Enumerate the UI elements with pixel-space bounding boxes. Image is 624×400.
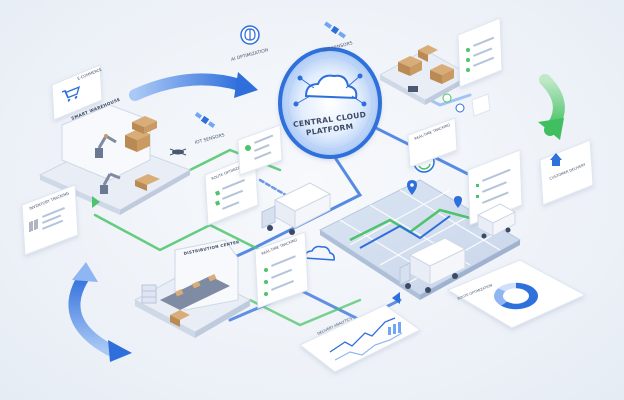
iot-sensors-left-label: IOT SENSORS	[194, 132, 225, 146]
bar-icon	[388, 322, 401, 335]
smart-warehouse[interactable]: SMART WAREHOUSE	[38, 97, 192, 215]
iot-sensors-left-node[interactable]: IOT SENSORS	[194, 111, 225, 146]
tracking-list-card[interactable]: REAL-TIME TRACKING	[254, 231, 309, 309]
analytics-line	[329, 317, 396, 353]
brain-icon	[244, 28, 256, 41]
ai-optimization-label: AI OPTIMIZATION	[231, 47, 269, 63]
delivery-truck	[399, 237, 467, 293]
conveyor-belt	[160, 274, 230, 310]
direction-arrow	[392, 292, 400, 304]
iot-sensors-top-node[interactable]: IOT SENSORS	[322, 21, 353, 54]
curved-arrow-top-left-head	[234, 72, 258, 98]
drone-icon	[169, 148, 187, 156]
donut-chart	[494, 282, 538, 310]
inventory-tracking-card[interactable]: INVENTORY TRACKING	[21, 184, 79, 256]
box-stack	[398, 45, 454, 84]
curved-arrow-bottom-left	[68, 269, 116, 356]
curved-arrow-top-left	[129, 73, 246, 101]
donut-slice	[494, 288, 508, 306]
donut-slice	[498, 282, 516, 292]
ai-brain-node[interactable]: AI OPTIMIZATION	[231, 25, 269, 63]
house-icon	[550, 153, 562, 166]
delivery-panel-card[interactable]	[467, 149, 523, 226]
rack-icon	[141, 284, 157, 304]
cloud-icon	[304, 245, 335, 261]
donut-chart-card[interactable]: ROUTE OPTIMIZATION	[446, 259, 587, 329]
delivery-truck	[261, 182, 332, 235]
status-icons	[442, 93, 491, 117]
distribution-center[interactable]: DISTRIBUTION CENTER	[133, 239, 252, 338]
supply-status-card[interactable]	[457, 17, 503, 88]
curved-arrow-bottom-left-tail	[72, 262, 98, 282]
satellite-icon	[194, 112, 216, 128]
direction-arrow	[92, 196, 100, 208]
robotic-arm	[100, 172, 121, 194]
ecommerce-card[interactable]: E-COMMERCE	[51, 64, 103, 121]
donut-slice	[500, 282, 538, 310]
central-cloud-hub[interactable]: CENTRAL CLOUD PLATFORM	[278, 47, 382, 159]
customer-delivery-node[interactable]: CUSTOMER DELIVERY	[539, 139, 594, 206]
map-pin-icon	[454, 196, 462, 208]
barcode-icon	[29, 219, 38, 232]
route-map[interactable]	[318, 179, 522, 300]
map-pin-icon	[407, 180, 417, 195]
box-stack	[125, 116, 157, 152]
curved-arrow-right-green-head	[538, 118, 564, 140]
shopping-cart-icon	[62, 85, 81, 102]
cloud-network-icon	[293, 73, 367, 107]
curved-arrow-bottom-left-head	[108, 340, 132, 362]
delivery-truck	[476, 203, 517, 239]
robotic-arm	[95, 134, 117, 158]
supply-chain-hub[interactable]: SUPPLY CHAIN	[378, 26, 496, 105]
analytics-card[interactable]	[237, 124, 283, 176]
satellite-icon	[324, 21, 346, 39]
delivery-analytics-card[interactable]: DELIVERY ANALYTICS	[299, 304, 421, 373]
